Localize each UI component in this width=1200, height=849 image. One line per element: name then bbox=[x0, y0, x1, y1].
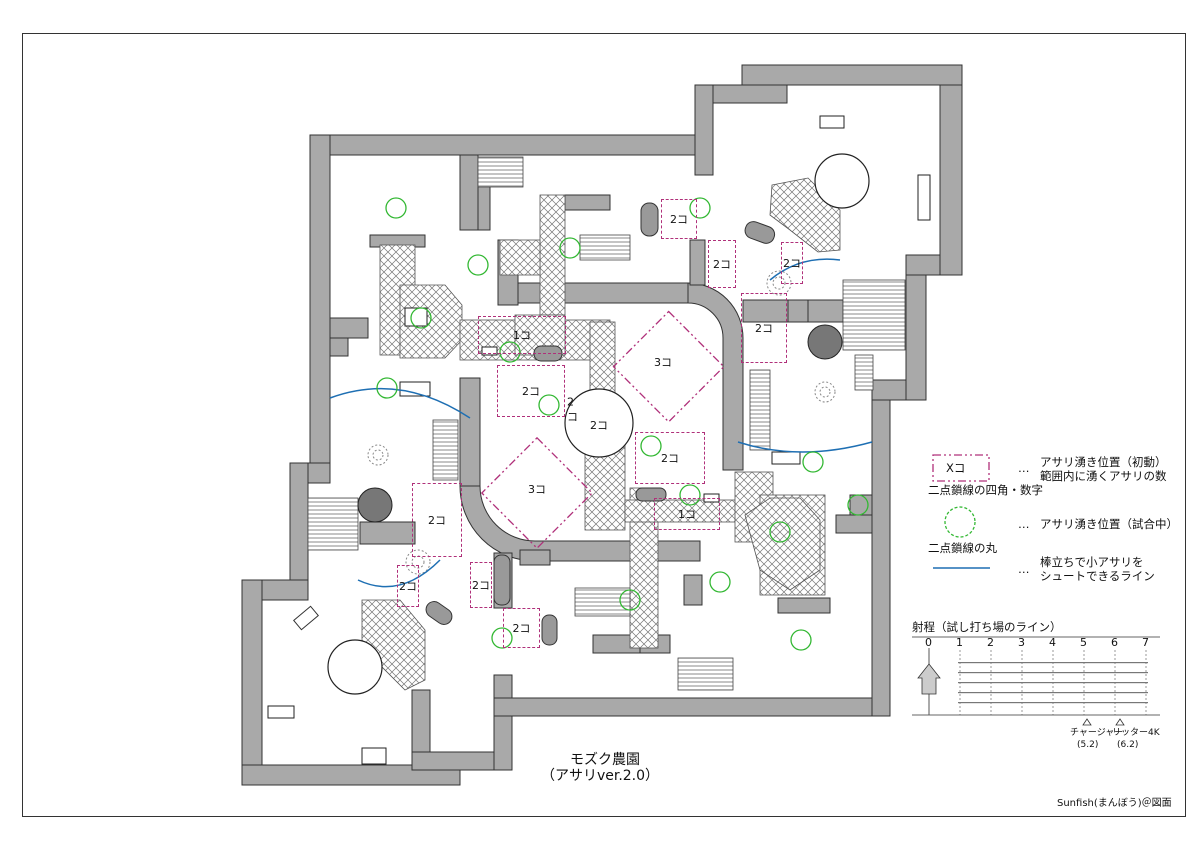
zone-box: 1コ bbox=[654, 498, 720, 530]
map-title: モズク農園 bbox=[570, 752, 640, 768]
zone-count-label: 2コ bbox=[472, 579, 490, 592]
legend-graphics bbox=[932, 454, 990, 569]
legend-dots: … bbox=[1018, 517, 1030, 531]
zone-count-label: 1コ bbox=[513, 329, 531, 342]
weapon-charger-range: (5.2) bbox=[1077, 740, 1099, 750]
zone-count-label: 1コ bbox=[678, 508, 696, 521]
zone-box: 2コ bbox=[470, 562, 492, 608]
zone-box: 2コ bbox=[635, 432, 705, 484]
sponge-blocks bbox=[357, 324, 843, 523]
legend-box-caption: 二点鎖線の四角・数字 bbox=[928, 483, 1043, 497]
credit: Sunfish(まんぼう)＠図面 bbox=[1057, 798, 1172, 809]
zone-count-label: 2コ bbox=[661, 452, 679, 465]
zone-box: 2コ bbox=[741, 293, 787, 363]
legend-dots: … bbox=[1018, 461, 1030, 475]
zone-count-label: 3コ bbox=[654, 356, 672, 369]
range-tick-label: 0 bbox=[925, 636, 932, 649]
legend-line-desc-2: シュートできるライン bbox=[1040, 569, 1155, 583]
zone-box: 2コ bbox=[412, 483, 462, 557]
zone-box: 2コ bbox=[708, 240, 736, 288]
weapon-liter-name: リッター4K bbox=[1112, 728, 1160, 738]
legend-circle-caption: 二点鎖線の丸 bbox=[928, 541, 997, 555]
rounded-blocks bbox=[293, 202, 776, 646]
zone-box: 2コ bbox=[661, 199, 697, 239]
zone-box bbox=[612, 310, 725, 423]
zone-box: 2コ bbox=[397, 565, 419, 607]
range-title: 射程（試し打ち場のライン） bbox=[912, 620, 1062, 634]
map-subtitle: （アサリver.2.0） bbox=[540, 768, 660, 784]
zone-count-label: 2コ bbox=[755, 322, 773, 335]
zone-count-label: 2コ bbox=[713, 258, 731, 271]
zone-count-label: 2コ bbox=[783, 257, 801, 270]
zone-count-label: 2コ bbox=[428, 514, 446, 527]
weapon-liter-range: (6.2) bbox=[1117, 740, 1139, 750]
zone-count-label: 3コ bbox=[528, 483, 546, 496]
legend-line-desc-1: 棒立ちで小アサリを bbox=[1040, 555, 1144, 569]
range-tick-label: 4 bbox=[1049, 636, 1056, 649]
range-tick-label: 1 bbox=[956, 636, 963, 649]
zone-count-label: 2コ bbox=[522, 385, 540, 398]
range-tick-label: 6 bbox=[1111, 636, 1118, 649]
zone-box bbox=[480, 436, 594, 550]
zone-count-label: 2コ bbox=[512, 622, 531, 635]
drawing-frame bbox=[22, 33, 1186, 817]
zone-box: 2コ bbox=[781, 242, 803, 284]
stairs bbox=[307, 156, 906, 691]
outer-walls bbox=[241, 64, 963, 786]
zone-count-label: 2コ bbox=[590, 419, 608, 432]
zone-count-label: 2コ bbox=[399, 580, 417, 593]
legend-box-label: Xコ bbox=[946, 461, 966, 475]
round-pillars bbox=[327, 153, 870, 695]
zone-box: 2コ bbox=[503, 608, 540, 648]
zone-box: 1コ bbox=[478, 316, 566, 354]
legend-box-desc-2: 範囲内に湧くアサリの数 bbox=[1040, 469, 1167, 483]
zone-count-label: 2コ bbox=[670, 213, 688, 226]
range-tick-label: 7 bbox=[1142, 636, 1149, 649]
spawn-circles bbox=[376, 197, 869, 651]
legend-box-desc-1: アサリ湧き位置（初動） bbox=[1040, 455, 1167, 469]
range-tick-label: 3 bbox=[1018, 636, 1025, 649]
range-tick-label: 2 bbox=[987, 636, 994, 649]
legend-circle-desc: アサリ湧き位置（試合中） bbox=[1040, 517, 1178, 531]
range-tick-label: 5 bbox=[1080, 636, 1087, 649]
weapon-charger-name: チャージャー bbox=[1070, 728, 1124, 738]
range-diagram bbox=[912, 636, 1160, 726]
zone-box: 2コ bbox=[497, 365, 565, 417]
legend-dots: … bbox=[1018, 562, 1030, 576]
